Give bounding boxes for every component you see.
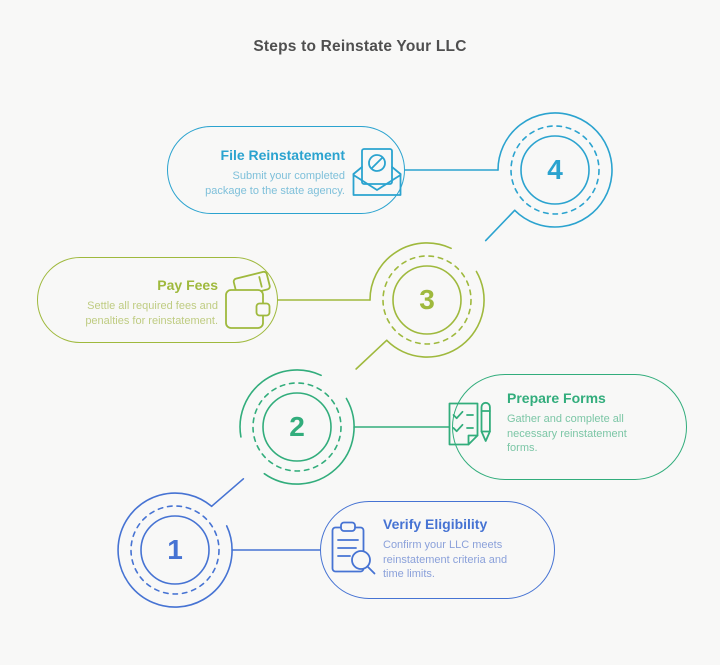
step-1-dashed-ring <box>130 505 220 595</box>
step-2-card <box>452 374 687 480</box>
step-1-number: 1 <box>167 534 183 565</box>
step-4-number: 4 <box>547 154 563 185</box>
step-3-tail-line <box>355 339 388 370</box>
step-4-inner-ring <box>520 135 590 205</box>
step-2-title: Prepare Forms <box>507 390 606 406</box>
step-1-tail-line <box>210 478 245 508</box>
step-2-description: Gather and complete all necessary reinst… <box>507 413 627 454</box>
step-3-card <box>37 257 278 343</box>
step-1-outer-ring <box>117 492 233 608</box>
step-3-number: 3 <box>419 284 435 315</box>
step-2-outer-ring-top <box>239 369 322 438</box>
step-4-card <box>167 126 405 214</box>
step-1-inner-ring <box>140 515 210 585</box>
step-3-inner-ring <box>392 265 462 335</box>
step-4-tail-line <box>484 209 516 242</box>
step-2-outer-ring <box>263 397 355 485</box>
step-1-card <box>320 501 555 599</box>
step-4-title: File Reinstatement <box>220 147 345 163</box>
step-4-dashed-ring <box>510 125 600 215</box>
page-title: Steps to Reinstate Your LLC <box>253 38 467 55</box>
step-2-number: 2 <box>289 411 305 442</box>
step-4-description: Submit your completed package to the sta… <box>205 170 345 197</box>
step-3-description: Settle all required fees and penalties f… <box>85 300 218 327</box>
step-2-inner-ring <box>262 392 332 462</box>
step-3-dashed-ring <box>382 255 472 345</box>
step-2-dashed-ring <box>252 382 342 472</box>
step-3-title: Pay Fees <box>157 277 218 293</box>
step-3-outer-ring-top <box>369 242 452 301</box>
step-1-description: Confirm your LLC meets reinstatement cri… <box>383 539 508 580</box>
step-3-outer-ring <box>385 270 485 358</box>
step-1-title: Verify Eligibility <box>383 516 488 532</box>
step-4-outer-ring <box>497 112 613 228</box>
